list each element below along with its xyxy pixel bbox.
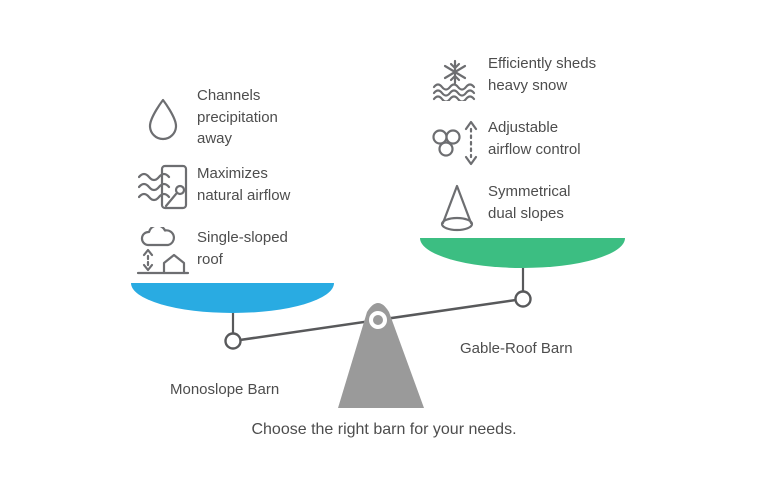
snowflake-waves-icon [432,59,478,106]
fan-arrows-icon [427,118,481,173]
left-hanger-circle [224,332,242,350]
pivot-ring [369,311,387,329]
fulcrum-triangle [338,303,424,408]
airflow-waves-icon [137,163,190,216]
water-drop-icon [148,97,178,146]
feature-label: Maximizes natural airflow [197,165,291,204]
feature-label: Efficiently sheds heavy snow [488,55,597,94]
cone-icon [439,182,475,237]
right-hanger-circle [514,290,532,308]
feature-label: Single-sloped roof [197,229,288,268]
right-pan-label: Gable-Roof Barn [460,340,573,357]
left-pan-label: Monoslope Barn [170,381,280,398]
left-pan [131,283,334,313]
right-pan [420,238,625,269]
cloud-house-icon [136,224,190,282]
caption: Choose the right barn for your needs. [251,421,517,438]
feature-label: Channels precipitation away [197,87,278,147]
feature-label: Symmetrical dual slopes [488,183,571,222]
feature-label: Adjustable airflow control [488,119,581,158]
